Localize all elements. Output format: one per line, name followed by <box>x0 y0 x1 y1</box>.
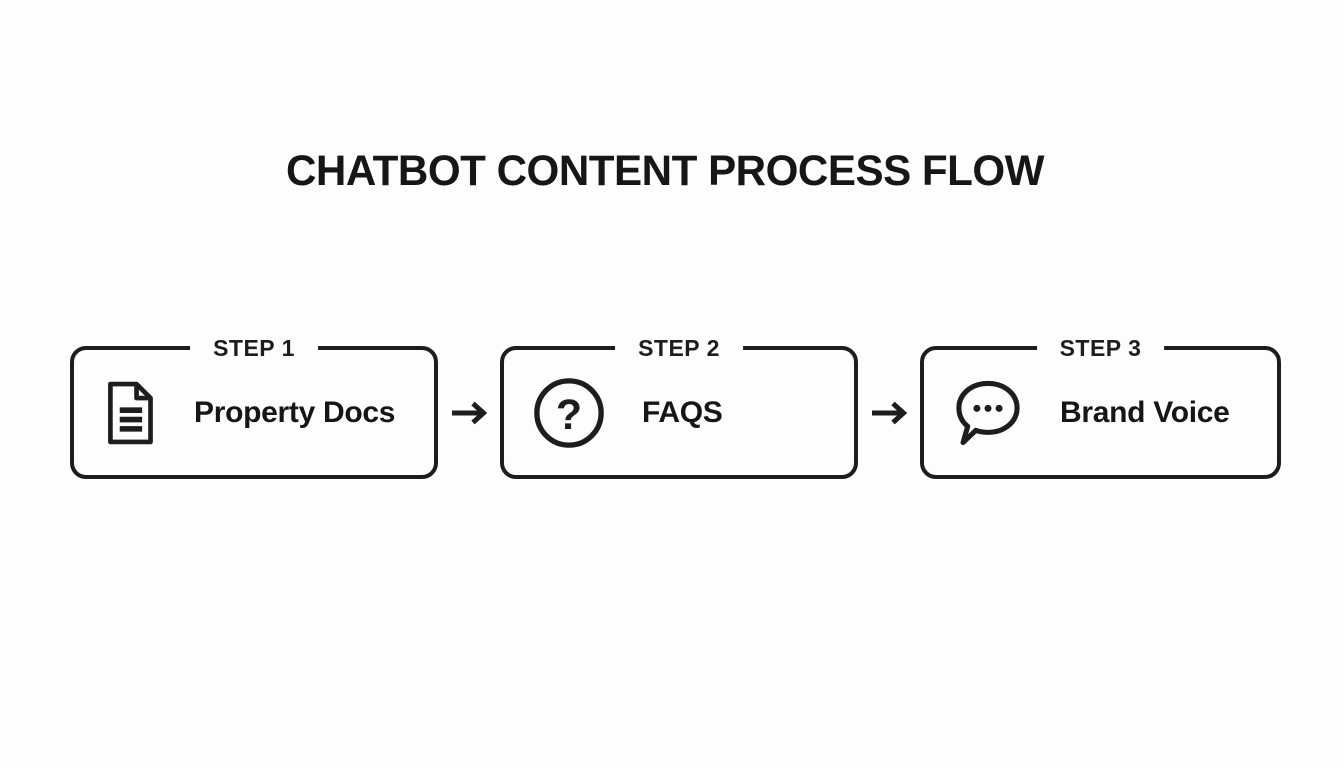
step-box-property-docs: STEP 1 Property Docs <box>70 333 438 479</box>
step-tag: STEP 2 <box>615 333 743 363</box>
step-name: Property Docs <box>194 395 396 429</box>
step-box-brand-voice: STEP 3 Brand Voice <box>920 333 1281 479</box>
step-name: FAQS <box>642 395 723 429</box>
connector <box>438 400 500 426</box>
step-name: Brand Voice <box>1060 395 1230 429</box>
process-flow-row: STEP 1 Property Docs STEP 2 <box>70 333 1281 479</box>
diagram-title: CHATBOT CONTENT PROCESS FLOW <box>285 147 1045 195</box>
connector <box>858 400 920 426</box>
svg-text:?: ? <box>556 390 582 438</box>
speech-bubble-icon <box>952 375 1024 451</box>
arrow-right-icon <box>869 400 909 426</box>
step-box-faqs: STEP 2 ? FAQS <box>500 333 858 479</box>
question-circle-icon: ? <box>532 376 606 450</box>
step-tag: STEP 3 <box>1036 333 1165 363</box>
document-icon <box>102 379 158 447</box>
arrow-right-icon <box>449 400 489 426</box>
step-tag: STEP 1 <box>190 333 318 363</box>
